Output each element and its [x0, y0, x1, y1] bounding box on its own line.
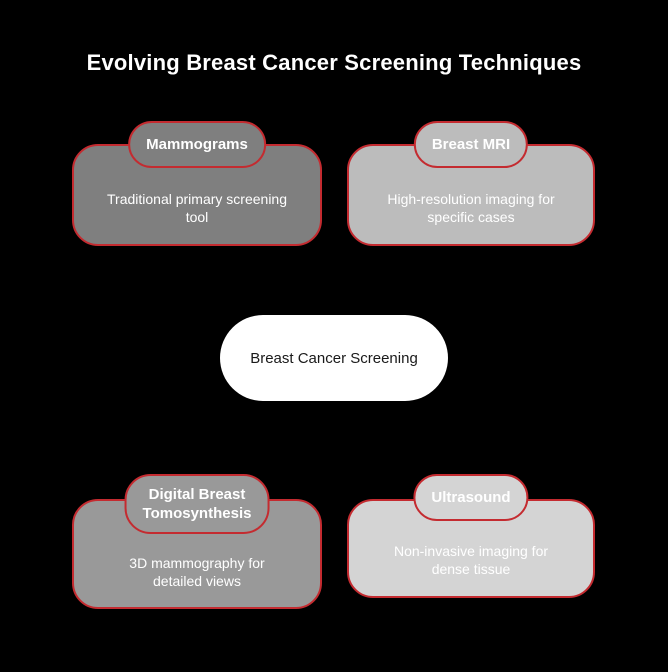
- node-digital-breast-tomosynthesis-label: Digital Breast Tomosynthesis: [124, 474, 270, 534]
- page-title: Evolving Breast Cancer Screening Techniq…: [86, 50, 582, 75]
- center-node-breast-cancer-screening: Breast Cancer Screening: [220, 315, 448, 401]
- node-ultrasound: Ultrasound Non-invasive imaging for dens…: [347, 474, 595, 598]
- node-breast-mri-label: Breast MRI: [413, 121, 529, 168]
- node-breast-mri: Breast MRI High-resolution imaging for s…: [347, 121, 595, 246]
- node-digital-breast-tomosynthesis-description: 3D mammography for detailed views: [129, 555, 265, 589]
- node-mammograms-description: Traditional primary screening tool: [107, 190, 287, 225]
- node-mammograms-label: Mammograms: [128, 121, 266, 168]
- node-mammograms: Mammograms Traditional primary screening…: [72, 121, 322, 246]
- node-breast-mri-description: High-resolution imaging for specific cas…: [387, 190, 555, 225]
- node-ultrasound-label: Ultrasound: [413, 474, 529, 521]
- node-digital-breast-tomosynthesis: Digital Breast Tomosynthesis 3D mammogra…: [72, 474, 322, 609]
- center-node-label: Breast Cancer Screening: [250, 349, 418, 367]
- node-ultrasound-description: Non-invasive imaging for dense tissue: [393, 543, 549, 577]
